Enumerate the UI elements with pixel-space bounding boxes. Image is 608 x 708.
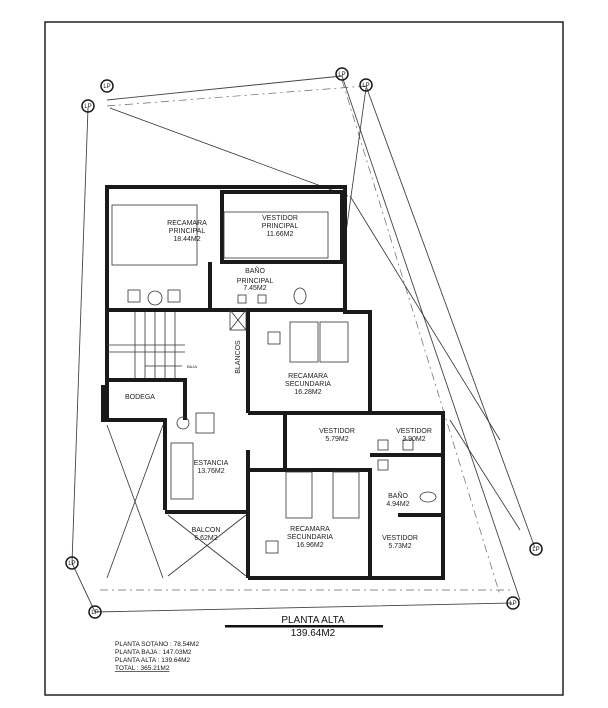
plan-title-block: PLANTA ALTA 139.64M2: [225, 615, 383, 639]
svg-text:ESTANCIA: ESTANCIA: [194, 460, 229, 467]
lp-markers: LP LP LP LP LP LP LP LP: [65, 67, 543, 619]
svg-text:6.62M2: 6.62M2: [194, 535, 217, 542]
svg-text:5.79M2: 5.79M2: [325, 436, 348, 443]
svg-text:LP: LP: [362, 83, 369, 89]
svg-text:4.94M2: 4.94M2: [386, 501, 409, 508]
svg-text:RECAMARA: RECAMARA: [167, 220, 207, 227]
building-walls: [101, 185, 445, 580]
svg-text:3.90M2: 3.90M2: [402, 436, 425, 443]
svg-text:VESTIDOR: VESTIDOR: [382, 535, 418, 542]
furniture: [111, 204, 437, 554]
lp-marker: LP: [506, 596, 520, 610]
svg-text:TOTAL : 365.21M2: TOTAL : 365.21M2: [115, 665, 170, 672]
lp-marker: LP: [81, 99, 95, 113]
svg-text:13.76M2: 13.76M2: [197, 468, 224, 475]
svg-text:SECUNDARIA: SECUNDARIA: [287, 534, 333, 541]
lp-marker: LP: [335, 67, 349, 81]
svg-text:VESTIDOR: VESTIDOR: [319, 428, 355, 435]
lp-marker: LP: [359, 78, 373, 92]
plan-area: 139.64M2: [291, 628, 336, 639]
svg-text:LP: LP: [532, 547, 539, 553]
svg-text:PRINCIPAL: PRINCIPAL: [169, 228, 206, 235]
svg-text:PRINCIPAL: PRINCIPAL: [262, 223, 299, 230]
stairs: [107, 312, 185, 378]
void-areas: [106, 424, 247, 579]
svg-text:PRINCIPAL: PRINCIPAL: [237, 278, 274, 285]
area-totals: PLANTA SOTANO : 78.54M2 PLANTA BAJA : 14…: [115, 641, 199, 672]
svg-text:LP: LP: [338, 72, 345, 78]
label-bodega: BODEGA: [125, 394, 155, 401]
svg-text:PLANTA ALTA : 139.64M2: PLANTA ALTA : 139.64M2: [115, 657, 191, 664]
label-baja: BAJA: [187, 364, 197, 369]
svg-text:16.96M2: 16.96M2: [296, 542, 323, 549]
svg-text:5.73M2: 5.73M2: [388, 543, 411, 550]
svg-text:7.45M2: 7.45M2: [243, 285, 266, 292]
svg-text:LP: LP: [91, 610, 98, 616]
svg-text:SECUNDARIA: SECUNDARIA: [285, 381, 331, 388]
label-blancos: BLANCOS: [235, 340, 242, 374]
svg-text:BAÑO: BAÑO: [245, 266, 265, 275]
svg-text:LP: LP: [509, 601, 516, 607]
svg-text:16.28M2: 16.28M2: [294, 389, 321, 396]
svg-text:RECAMARA: RECAMARA: [290, 526, 330, 533]
svg-text:LP: LP: [103, 84, 110, 90]
vestidor-principal-walls: [220, 190, 344, 264]
lot-boundary: [71, 75, 536, 613]
svg-text:18.44M2: 18.44M2: [173, 236, 200, 243]
bed: [111, 204, 198, 266]
svg-text:BALCON: BALCON: [192, 527, 221, 534]
svg-text:LP: LP: [68, 561, 75, 567]
plan-title: PLANTA ALTA: [281, 615, 345, 626]
svg-text:VESTIDOR: VESTIDOR: [262, 215, 298, 222]
svg-text:11.66M2: 11.66M2: [267, 231, 294, 238]
svg-text:PLANTA SOTANO : 78.54M2: PLANTA SOTANO : 78.54M2: [115, 641, 199, 648]
lp-marker: LP: [65, 556, 79, 570]
svg-text:LP: LP: [84, 104, 91, 110]
svg-text:VESTIDOR: VESTIDOR: [396, 428, 432, 435]
svg-text:RECAMARA: RECAMARA: [288, 373, 328, 380]
lp-marker: LP: [529, 542, 543, 556]
svg-text:PLANTA BAJA : 147.03M2: PLANTA BAJA : 147.03M2: [115, 649, 192, 656]
svg-text:BAÑO: BAÑO: [388, 491, 408, 500]
sheet-border: [44, 21, 564, 696]
lp-marker: LP: [88, 605, 102, 619]
lp-marker: LP: [100, 79, 114, 93]
